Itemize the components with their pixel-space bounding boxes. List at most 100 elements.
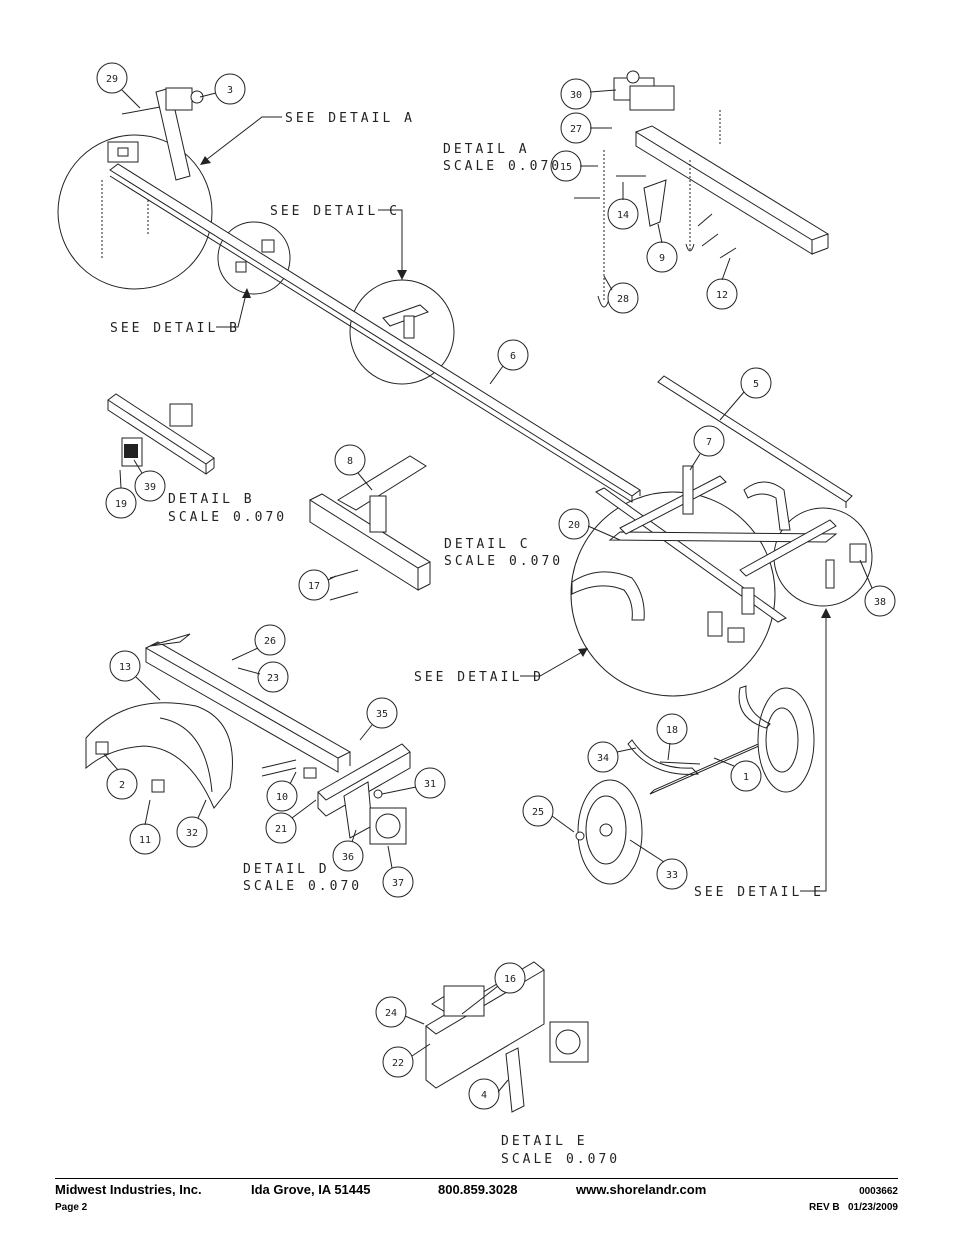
- callout-18: 18: [656, 713, 688, 745]
- callout-3: 3: [214, 73, 246, 105]
- callout-33: 33: [656, 858, 688, 890]
- svg-text:35: 35: [376, 709, 388, 720]
- svg-text:3: 3: [227, 85, 233, 96]
- svg-text:5: 5: [753, 379, 759, 390]
- callout-5: 5: [740, 367, 772, 399]
- callout-38: 38: [864, 585, 896, 617]
- svg-text:25: 25: [532, 807, 544, 818]
- bracket-b: [235, 239, 275, 273]
- callout-36: 36: [332, 840, 364, 872]
- svg-text:13: 13: [119, 662, 131, 673]
- svg-text:8: 8: [347, 456, 353, 467]
- callout-6: 6: [497, 339, 529, 371]
- winch-post: [121, 87, 204, 181]
- callout-17: 17: [298, 569, 330, 601]
- detail-d-circle: [570, 491, 776, 697]
- detail-d-title: DETAIL D: [243, 862, 330, 877]
- svg-text:21: 21: [275, 824, 287, 835]
- svg-text:33: 33: [666, 870, 678, 881]
- svg-text:11: 11: [139, 835, 151, 846]
- callout-7: 7: [693, 425, 725, 457]
- svg-text:34: 34: [597, 753, 609, 764]
- callout-24: 24: [375, 996, 407, 1028]
- svg-text:15: 15: [560, 162, 572, 173]
- svg-text:14: 14: [617, 210, 629, 221]
- svg-text:4: 4: [481, 1090, 487, 1101]
- see-detail-b-label: SEE DETAIL B: [110, 321, 240, 336]
- see-detail-a-label: SEE DETAIL A: [285, 111, 415, 126]
- detail-c-drawing: [308, 455, 432, 601]
- see-detail-c-label: SEE DETAIL C: [270, 204, 400, 219]
- svg-text:28: 28: [617, 294, 629, 305]
- safety-chains-a: [101, 180, 149, 258]
- callout-28: 28: [607, 282, 639, 314]
- detail-a-title: DETAIL A: [443, 142, 530, 157]
- footer-page-number: Page 2: [55, 1202, 88, 1213]
- detail-b-drawing: [107, 393, 215, 475]
- svg-text:39: 39: [144, 482, 156, 493]
- svg-text:7: 7: [706, 437, 712, 448]
- footer-website-link[interactable]: www.shorelandr.com: [576, 1182, 707, 1197]
- detail-a-circle: [57, 134, 213, 290]
- detail-e-scale: SCALE 0.070: [501, 1152, 620, 1167]
- callout-16: 16: [494, 962, 526, 994]
- callout-2: 2: [106, 768, 138, 800]
- svg-text:17: 17: [308, 581, 320, 592]
- footer-company: Midwest Industries, Inc.: [55, 1182, 202, 1197]
- axle-assembly: [575, 685, 815, 885]
- detail-b-circle: [217, 221, 291, 295]
- callout-11: 11: [129, 823, 161, 855]
- detail-d-scale: SCALE 0.070: [243, 879, 362, 894]
- svg-text:37: 37: [392, 878, 404, 889]
- svg-text:32: 32: [186, 828, 198, 839]
- see-detail-e-leader: [800, 608, 831, 892]
- detail-a-drawing: [574, 70, 830, 308]
- svg-text:24: 24: [385, 1008, 397, 1019]
- frame-assembly: [571, 375, 867, 643]
- svg-text:23: 23: [267, 673, 279, 684]
- callout-22: 22: [382, 1046, 414, 1078]
- callout-30: 30: [560, 78, 592, 110]
- svg-text:38: 38: [874, 597, 886, 608]
- callout-35: 35: [366, 697, 398, 729]
- footer-doc-number: 0003662: [859, 1186, 898, 1197]
- svg-text:10: 10: [276, 792, 288, 803]
- callout-12: 12: [706, 278, 738, 310]
- coupler: [107, 141, 139, 163]
- callout-14: 14: [607, 198, 639, 230]
- see-detail-d-label: SEE DETAIL D: [414, 670, 544, 685]
- detail-e-title: DETAIL E: [501, 1134, 588, 1149]
- callout-13: 13: [109, 650, 141, 682]
- callout-32: 32: [176, 816, 208, 848]
- callout-26: 26: [254, 624, 286, 656]
- callout-4: 4: [468, 1078, 500, 1110]
- svg-text:22: 22: [392, 1058, 404, 1069]
- see-detail-e-label: SEE DETAIL E: [694, 885, 824, 900]
- bunk-bracket-c: [382, 304, 429, 339]
- footer-city: Ida Grove, IA 51445: [251, 1182, 371, 1197]
- leader-lines: [103, 89, 873, 1093]
- callout-10: 10: [266, 780, 298, 812]
- detail-d-drawing: [85, 633, 411, 845]
- callout-8: 8: [334, 444, 366, 476]
- svg-text:1: 1: [743, 772, 749, 783]
- detail-c-scale: SCALE 0.070: [444, 554, 563, 569]
- callout-31: 31: [414, 767, 446, 799]
- detail-c-title: DETAIL C: [444, 537, 531, 552]
- callout-19: 19: [105, 487, 137, 519]
- footer-revision: REV B 01/23/2009: [809, 1202, 898, 1213]
- svg-text:2: 2: [119, 780, 125, 791]
- svg-text:30: 30: [570, 90, 582, 101]
- footer-phone: 800.859.3028: [438, 1182, 518, 1197]
- svg-text:27: 27: [570, 124, 582, 135]
- svg-text:36: 36: [342, 852, 354, 863]
- detail-a-scale: SCALE 0.070: [443, 159, 562, 174]
- callout-39: 39: [134, 470, 166, 502]
- detail-b-title: DETAIL B: [168, 492, 255, 507]
- callout-1: 1: [730, 760, 762, 792]
- see-detail-c-leader: [378, 209, 407, 280]
- see-detail-a-leader: [200, 116, 282, 165]
- svg-text:19: 19: [115, 499, 127, 510]
- svg-text:6: 6: [510, 351, 516, 362]
